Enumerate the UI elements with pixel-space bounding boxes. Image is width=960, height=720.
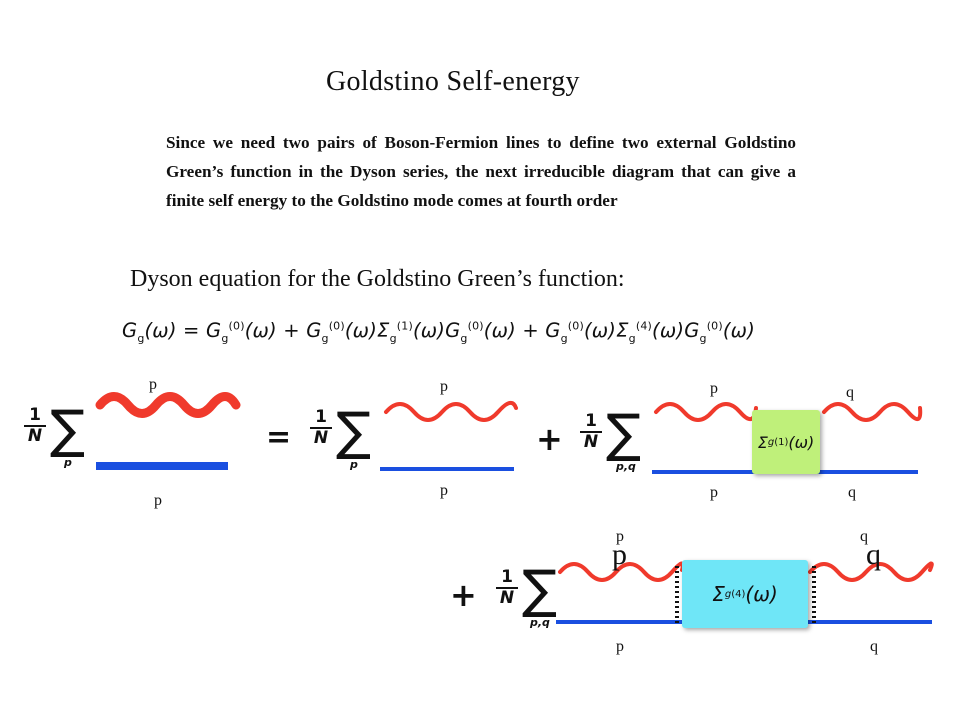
label-p-bottom-2: p [440,482,448,499]
label-q-bottom-3: q [848,484,856,501]
equals-sign: = [266,420,292,455]
sum-index-1: p [64,456,72,469]
label-q-top-large-4: q [866,538,881,571]
boson-line-left-s1 [654,402,758,422]
label-q-bottom-4: q [870,638,878,655]
dyson-heading: Dyson equation for the Goldstino Green’s… [130,266,625,292]
boson-line-right-s1 [822,402,923,422]
label-p-top-3: p [710,380,718,397]
label-p-bottom-1: p [154,492,162,509]
dyson-equation: Gg(ω) = Gg(0)(ω) + Gg(0)(ω)Σg(1)(ω)Gg(0)… [122,319,756,345]
plus-sign-2: + [450,576,477,614]
label-p-bottom-4: p [616,638,624,655]
boson-line-left-s4 [558,561,685,582]
label-p-top-small-4: p [616,528,624,545]
sum-index-4: p,q [530,616,550,629]
sum-index-3: p,q [616,460,636,473]
intro-paragraph: Since we need two pairs of Boson-Fermion… [166,133,796,210]
label-p-top-1: p [149,376,157,393]
slide-title: Goldstino Self-energy [326,66,580,97]
label-p-bottom-3: p [710,484,718,501]
label-q-top-3: q [846,384,854,401]
sum-index-2: p [350,458,358,471]
sum-symbol-1: ∑ [50,400,86,460]
sum-symbol-4: ∑ [522,560,558,620]
eq-G: G [122,319,138,342]
sum-symbol-3: ∑ [606,404,642,464]
plus-sign-1: + [536,420,563,458]
sum-symbol-2: ∑ [336,402,372,462]
label-p-top-2: p [440,378,448,395]
boson-line-free [384,400,518,422]
boson-line-full [95,392,241,418]
label-p-top-large-4: p [612,538,627,571]
label-q-top-small-4: q [860,528,868,545]
boson-line-right-s4 [808,561,934,582]
